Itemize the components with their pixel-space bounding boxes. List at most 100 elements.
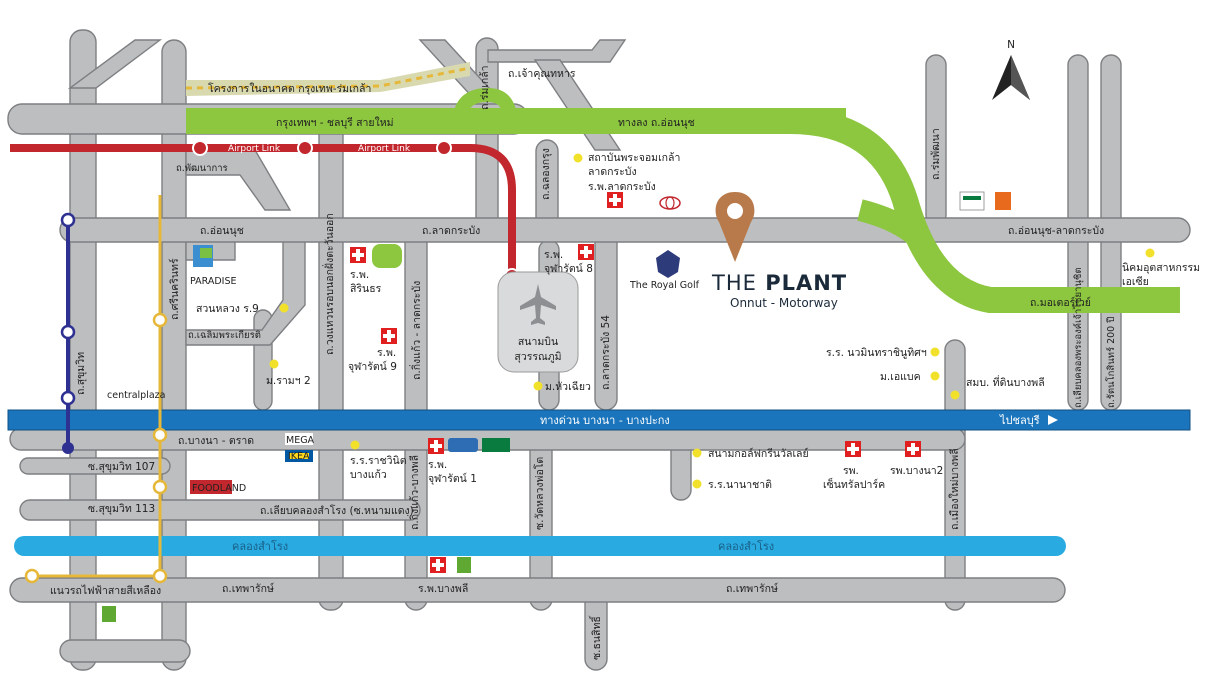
label-yellow-line-station: แนวรถไฟฟ้าสายสีเหลือง xyxy=(50,584,161,597)
hospital-icon xyxy=(381,328,397,344)
foodland-logo xyxy=(190,480,232,494)
label-onnut: ถ.อ่อนนุช xyxy=(200,225,244,237)
label-abac: ม.เอแบค xyxy=(880,371,921,383)
label-chaloem-phrakiat: ถ.เฉลิมพระเกียรติ xyxy=(188,329,261,341)
khlong-samrong-canal xyxy=(14,536,1066,556)
brand-logos xyxy=(102,191,1011,622)
labels: โครงการในอนาคต กรุงเทพ-ร่มเกล้า ถ.เจ้าคุ… xyxy=(50,65,1200,660)
label-romklao: ถ.ร่มเกล้า xyxy=(479,65,491,110)
label-rattanakosin-200: ถ.รัตนโกสินทร์ 200 ปี xyxy=(1105,317,1117,408)
label-romphatthana: ถ.ร่มพัฒนา xyxy=(930,128,942,180)
label-chula8-1: ร.พ. xyxy=(544,249,563,261)
poi-dot-icon xyxy=(269,359,279,369)
label-future-rail: โครงการในอนาคต กรุงเทพ-ร่มเกล้า xyxy=(208,82,371,95)
label-sirinthorn-2: สิรินธร xyxy=(350,283,382,295)
label-nanachat: ร.ร.นานาชาติ xyxy=(708,479,772,491)
hospital-icons xyxy=(350,192,921,573)
store-logo-bottom xyxy=(457,557,471,573)
label-navamin: ร.ร. นวมินทราชินูทิศฯ xyxy=(826,347,927,359)
hospital-icon xyxy=(350,247,366,263)
ikea-logo xyxy=(285,450,313,462)
poi-dot-icon xyxy=(573,153,583,163)
label-mega: MEGA xyxy=(286,435,315,446)
hospital-icon xyxy=(607,192,623,208)
label-lat-krabang-hosp: ร.พ.ลาดกระบัง xyxy=(588,181,656,193)
expressway xyxy=(7,409,1191,431)
suvarnabhumi-airport: สนามบิน สุวรรณภูมิ xyxy=(497,271,579,373)
poi-dot-icon xyxy=(930,347,940,357)
label-lat-krabang: ถ.ลาดกระบัง xyxy=(422,225,480,237)
yellow-line xyxy=(24,195,168,584)
hospital-icon xyxy=(578,244,594,260)
poi-dot-icon xyxy=(1145,248,1155,258)
road-network xyxy=(7,29,1191,671)
poi-dot-icon xyxy=(930,371,940,381)
motorway xyxy=(186,87,1180,313)
label-king-kaeo-bangphli: ถ.กิ่งแก้ว-บางพลี xyxy=(407,455,421,530)
poi-dots xyxy=(269,153,1155,489)
label-central-park-1: รพ. xyxy=(843,465,859,477)
label-onnut-exit: ทางลง ถ.อ่อนนุช xyxy=(618,117,695,129)
label-bangna2: รพ.บางนา2 xyxy=(890,465,943,477)
project-name: THE PLANT xyxy=(711,271,847,295)
label-khlong-samrong-2: คลองสำโรง xyxy=(718,539,774,553)
label-expressway: ทางด่วน บางนา - บางปะกง xyxy=(540,414,670,427)
the-plant-location: THE PLANT Onnut - Motorway xyxy=(711,192,847,310)
poi-dot-icon xyxy=(533,381,543,391)
label-ratchawinit-2: บางแก้ว xyxy=(350,469,387,481)
toyota-logo xyxy=(659,196,681,210)
poi-dot-icon xyxy=(950,390,960,400)
label-motorway-top: กรุงเทพฯ - ชลบุรี สายใหม่ xyxy=(276,116,394,129)
road-soi-107 xyxy=(19,457,171,475)
hospital-icon xyxy=(845,441,861,457)
store-logo-top xyxy=(995,192,1011,210)
project-subtitle: Onnut - Motorway xyxy=(730,296,838,310)
tesco-logo xyxy=(372,244,402,268)
mega-logo xyxy=(285,433,313,445)
label-chao-khun-thahan: ถ.เจ้าคุณทหาร xyxy=(508,68,576,80)
label-chula1-2: จุฬารัตน์ 1 xyxy=(428,472,477,485)
label-srinakarin: ถ.ศรีนครินทร์ xyxy=(168,258,181,320)
label-ikea: IKEA xyxy=(288,451,310,462)
homepro-logo xyxy=(448,438,478,452)
label-motorway: ถ.มอเตอร์เวย์ xyxy=(1030,296,1091,309)
road-thepharak xyxy=(9,577,1066,603)
label-kmitl-1: สถาบันพระจอมเกล้า xyxy=(588,152,680,164)
label-wat-luang-pho-to: ซ.วัดหลวงพ่อโต xyxy=(533,457,546,530)
label-to-chonburi: ไปชลบุรี xyxy=(999,414,1040,427)
label-mueang-mai-bangphli: ถ.เมืองใหม่บางพลี xyxy=(948,448,961,530)
label-nikhom-1: นิคมอุตสาหกรรม xyxy=(1122,262,1200,274)
label-chula1-1: ร.พ. xyxy=(428,459,447,471)
label-airport-link-1: Airport Link xyxy=(228,144,281,154)
location-pin-icon xyxy=(715,192,755,262)
label-central-plaza: centralplaza xyxy=(107,390,165,401)
label-phatthanakan: ถ.พัฒนาการ xyxy=(176,163,228,174)
store-logo-bottom-left xyxy=(102,606,116,622)
label-soi-113: ซ.สุขุมวิท 113 xyxy=(88,503,155,515)
lotus-logo-top xyxy=(959,191,985,211)
label-suan-luang: สวนหลวง ร.9 xyxy=(196,303,259,315)
label-sukhumvit: ถ.สุขุมวิท xyxy=(75,352,87,395)
label-hua-chiew: ม.หัวเฉียว xyxy=(545,380,591,393)
road-phatthanakan xyxy=(185,149,292,211)
road-diag-nw xyxy=(67,39,163,89)
label-royal-golf: The Royal Golf xyxy=(629,280,700,291)
label-lat-krabang-54: ถ.ลาดกระบัง 54 xyxy=(600,315,612,390)
label-liap-khlong-prawet: ถ.เลียบคลองพระองค์เจ้าไชยานุชิต xyxy=(1072,267,1084,408)
label-sirinthorn-1: ร.พ. xyxy=(350,269,369,281)
hospital-icon xyxy=(905,441,921,457)
airport-label-1: สนามบิน xyxy=(518,336,558,348)
label-kanchanaphisek: ถ.วงแหวนรอบนอกฝั่งตะวันออก xyxy=(322,213,336,355)
airplane-icon xyxy=(520,284,556,325)
label-onnut-lat-krabang: ถ.อ่อนนุช-ลาดกระบัง xyxy=(1008,225,1104,237)
label-foodland: FOODLAND xyxy=(192,483,246,494)
lotus-logo xyxy=(482,438,510,452)
label-nikhom-2: เอเซีย xyxy=(1122,275,1149,288)
paradise-logo xyxy=(193,245,213,267)
poi-dot-icon xyxy=(279,303,289,313)
compass: N xyxy=(992,39,1030,100)
label-thepharak-2: ถ.เทพารักษ์ xyxy=(726,582,778,595)
label-airport-link-2: Airport Link xyxy=(358,144,411,154)
label-liap-khlong: ถ.เลียบคลองสำโรง (ซ.หนามแดง) xyxy=(260,504,414,517)
